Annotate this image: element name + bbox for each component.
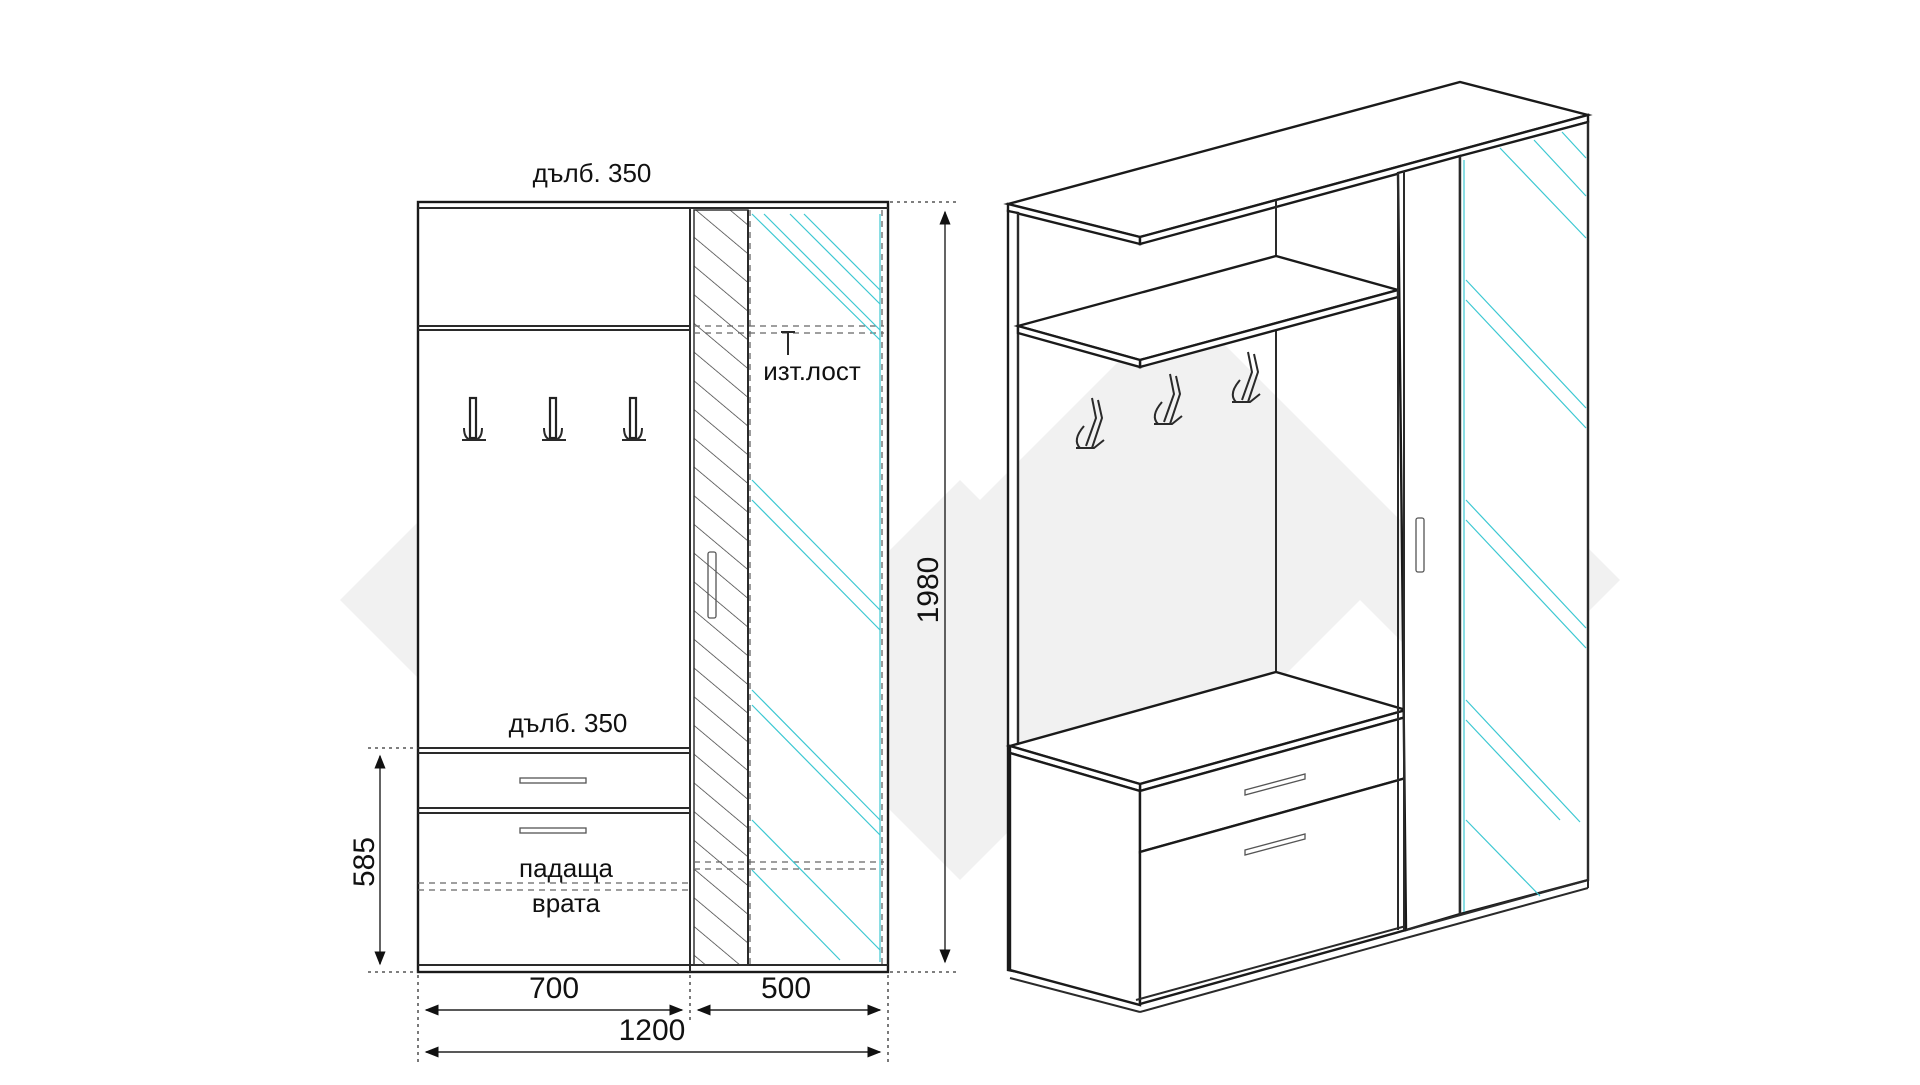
drawer-handle-2 (519, 827, 587, 834)
dim-width-total: 1200 (619, 1014, 686, 1047)
dim-height-base: 585 (348, 837, 381, 887)
drop-door-label-1: падаща (519, 853, 614, 883)
front-mirror-lines (751, 213, 881, 962)
iso-hook-2 (1153, 373, 1183, 425)
dim-width-right: 500 (761, 972, 811, 1005)
iso-hook-1 (1075, 397, 1105, 449)
dim-height-total: 1980 (912, 557, 945, 624)
isometric-view (1003, 80, 1593, 1013)
drop-door-label-2: врата (532, 888, 601, 918)
front-hook-1 (462, 396, 486, 442)
front-view: дълб. 350 дълб. 350 изт.лост падаща врат… (348, 158, 960, 1062)
iso-door (1396, 154, 1462, 932)
front-hook-3 (622, 396, 646, 442)
iso-drawer-handle-1 (1244, 773, 1306, 796)
front-hook-2 (542, 396, 566, 442)
iso-hook-3 (1231, 351, 1261, 403)
depth-label-top: дълб. 350 (533, 158, 652, 188)
iso-drawer-handle-2 (1244, 833, 1306, 856)
hatched-side-panel (693, 209, 749, 966)
dim-width-left: 700 (529, 972, 579, 1005)
front-cabinet-outline (416, 200, 890, 974)
drawer-handle-1 (519, 777, 587, 784)
iso-door-handle (1415, 517, 1425, 573)
front-door-handle (707, 551, 717, 619)
iso-mirror-lines (1463, 131, 1587, 912)
depth-label-bottom: дълб. 350 (509, 708, 628, 738)
pull-rod-label: изт.лост (763, 356, 861, 386)
iso-mirror-panel (1458, 120, 1590, 916)
iso-bench-side (1008, 751, 1142, 1007)
